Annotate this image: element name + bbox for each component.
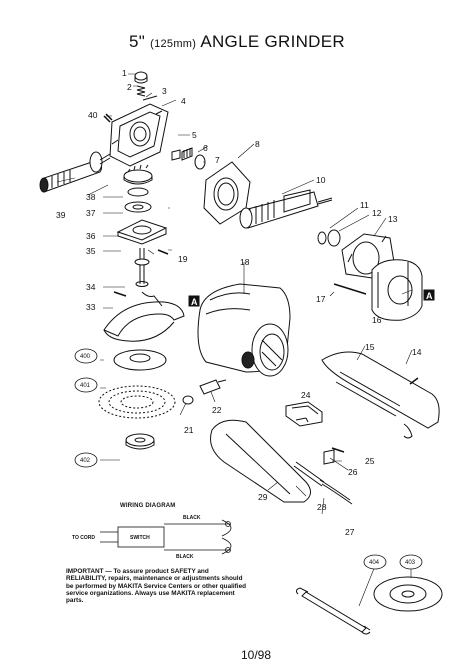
callout-40: 40 bbox=[88, 110, 98, 120]
callout-14: 14 bbox=[412, 347, 422, 357]
part-4-gear-housing bbox=[109, 103, 169, 167]
leader-lines bbox=[56, 73, 413, 607]
callout-34: 34 bbox=[86, 282, 96, 292]
callout-21: 21 bbox=[184, 425, 194, 435]
part-28-cord-guard bbox=[293, 461, 325, 487]
title-size: 5" bbox=[129, 32, 146, 51]
grinding-wheel bbox=[98, 385, 176, 419]
part-22-carbon-brush bbox=[199, 379, 227, 395]
wiring-switch: SWITCH bbox=[130, 535, 150, 541]
part-40-screw bbox=[103, 113, 113, 123]
callout-38: 38 bbox=[86, 192, 96, 202]
part-14-screw bbox=[409, 377, 419, 385]
callout-16: 16 bbox=[372, 315, 382, 325]
part-402-lock-nut bbox=[125, 433, 155, 450]
callout-4: 4 bbox=[181, 96, 186, 106]
callout-8: 8 bbox=[255, 139, 260, 149]
part-29-handle bbox=[210, 419, 311, 503]
wiring-diagram-title: WIRING DIAGRAM bbox=[120, 503, 176, 509]
callout-27: 27 bbox=[345, 527, 355, 537]
part-404-wrench bbox=[295, 587, 371, 635]
wiring-diagram bbox=[100, 519, 232, 555]
page-title: 5" (125mm) ANGLE GRINDER bbox=[0, 32, 474, 52]
title-metric: (125mm) bbox=[150, 38, 197, 50]
part-15-rear-cover bbox=[321, 351, 440, 439]
part-26-cord-clamp bbox=[323, 449, 335, 465]
part-12-insulation-washer bbox=[327, 229, 341, 247]
part-11-bearing bbox=[317, 231, 327, 245]
callout-22: 22 bbox=[212, 405, 222, 415]
part-18-motor-assembly bbox=[197, 283, 291, 377]
section-marker-right-shape bbox=[423, 289, 435, 301]
circled-callout-400: 400 bbox=[80, 354, 91, 360]
callout-18: 18 bbox=[240, 257, 250, 267]
callout-25: 25 bbox=[365, 456, 375, 466]
callout-29: 29 bbox=[258, 492, 268, 502]
callout-11: 11 bbox=[360, 200, 369, 210]
part-10-armature bbox=[239, 189, 333, 229]
part-38-bevel-gear bbox=[123, 164, 153, 185]
callout-36: 36 bbox=[86, 231, 96, 241]
part-17-screw bbox=[333, 283, 367, 295]
part-403-wheel bbox=[373, 576, 443, 612]
part-19-screw bbox=[157, 249, 169, 255]
callout-13: 13 bbox=[388, 214, 398, 224]
circled-callout-401: 401 bbox=[80, 383, 91, 389]
callout-33: 33 bbox=[86, 302, 96, 312]
part-39-side-handle bbox=[39, 151, 111, 193]
callout-39: 39 bbox=[56, 210, 66, 220]
part-25-screw bbox=[331, 447, 345, 453]
callout-2: 2 bbox=[127, 82, 132, 92]
part-1-cap bbox=[134, 71, 148, 81]
callout-5: 5 bbox=[192, 130, 197, 140]
circled-callout-403: 403 bbox=[405, 560, 416, 566]
circled-callout-402: 402 bbox=[80, 458, 91, 464]
section-marker-left: A bbox=[191, 297, 198, 307]
callout-6: 6 bbox=[203, 143, 208, 153]
callout-19: 19 bbox=[178, 254, 188, 264]
part-6-pinion bbox=[181, 147, 193, 161]
page-reference: 10/98 bbox=[241, 648, 272, 662]
wiring-black-top: BLACK bbox=[183, 515, 201, 521]
callout-10: 10 bbox=[316, 175, 326, 185]
callout-7: 7 bbox=[215, 155, 220, 165]
callout-35: 35 bbox=[86, 246, 96, 256]
callout-37: 37 bbox=[86, 208, 96, 218]
wiring-to-cord: TO CORD bbox=[72, 535, 95, 541]
part-35-bearing-box bbox=[116, 219, 168, 245]
callout-labels: 1 2 3 4 5 6 7 8 10 11 12 13 14 15 16 17 … bbox=[56, 68, 422, 537]
part-400-wheel-guard bbox=[103, 291, 185, 342]
callout-24: 24 bbox=[301, 390, 311, 400]
part-27-cord bbox=[319, 479, 353, 505]
part-24-switch bbox=[285, 401, 323, 427]
circled-callouts bbox=[74, 348, 423, 570]
part-2-spring bbox=[136, 85, 146, 97]
wiring-black-bottom: BLACK bbox=[176, 554, 194, 560]
part-36-washer bbox=[124, 201, 152, 213]
part-5-needle-bearing bbox=[171, 149, 181, 161]
title-name: ANGLE GRINDER bbox=[200, 32, 345, 51]
section-marker-left-shape bbox=[188, 295, 200, 307]
part-37-bearing bbox=[127, 187, 149, 197]
callout-12: 12 bbox=[372, 208, 382, 218]
callout-3: 3 bbox=[162, 86, 167, 96]
part-21-brush-cap bbox=[182, 395, 194, 405]
circled-callout-404: 404 bbox=[369, 560, 380, 566]
part-34-spindle bbox=[134, 248, 150, 287]
part-401-inner-flange bbox=[113, 349, 167, 371]
part-33-screw bbox=[113, 291, 127, 297]
callout-28: 28 bbox=[317, 502, 327, 512]
section-marker-right: A bbox=[426, 291, 433, 301]
callout-1: 1 bbox=[122, 68, 127, 78]
part-3-pin bbox=[142, 95, 158, 101]
callout-15: 15 bbox=[365, 342, 375, 352]
part-16-motor-housing bbox=[371, 259, 423, 321]
callout-17: 17 bbox=[316, 294, 326, 304]
important-notice: IMPORTANT — To assure product SAFETY and… bbox=[66, 568, 247, 605]
callout-26: 26 bbox=[348, 467, 358, 477]
